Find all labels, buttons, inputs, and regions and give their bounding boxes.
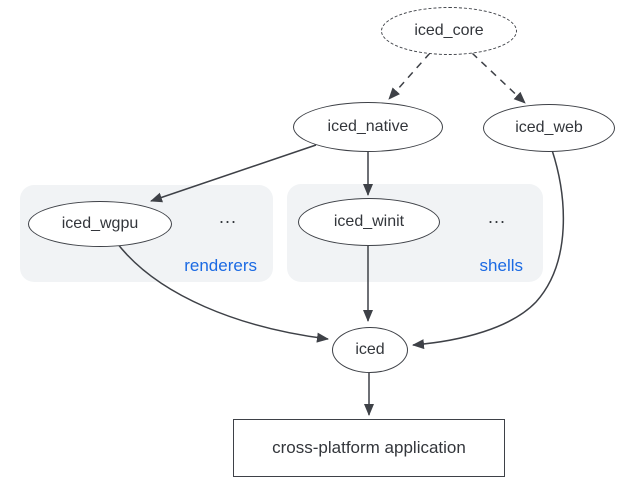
node-iced: iced [332, 327, 408, 373]
node-iced-wgpu-label: iced_wgpu [61, 215, 139, 232]
node-iced-winit-label: iced_winit [333, 213, 405, 230]
group-shells-label: shells [479, 256, 523, 275]
group-renderers-ellipsis: ... [218, 207, 237, 227]
node-iced-native: iced_native [293, 102, 443, 152]
node-iced-core: iced_core [381, 7, 517, 55]
edge-iced_core-iced_native [388, 52, 431, 100]
node-iced-native-label: iced_native [327, 118, 409, 135]
node-iced-winit: iced_winit [298, 198, 440, 246]
group-renderers-label: renderers [184, 256, 257, 275]
edge-iced_wgpu-iced [116, 242, 329, 343]
node-iced-web: iced_web [483, 104, 615, 152]
node-iced-label: iced [355, 341, 385, 358]
node-iced-wgpu: iced_wgpu [28, 201, 172, 247]
edge-iced_core-iced_web [471, 52, 526, 104]
node-iced-core-label: iced_core [414, 22, 484, 39]
edge-iced_native-iced_wgpu [150, 144, 317, 203]
group-shells-ellipsis: ... [487, 207, 506, 227]
edge-iced_web-iced [412, 149, 565, 350]
node-cross-platform-application-label: cross-platform application [272, 438, 466, 457]
node-iced-web-label: iced_web [515, 119, 583, 136]
node-cross-platform-application: cross-platform application [233, 419, 505, 477]
